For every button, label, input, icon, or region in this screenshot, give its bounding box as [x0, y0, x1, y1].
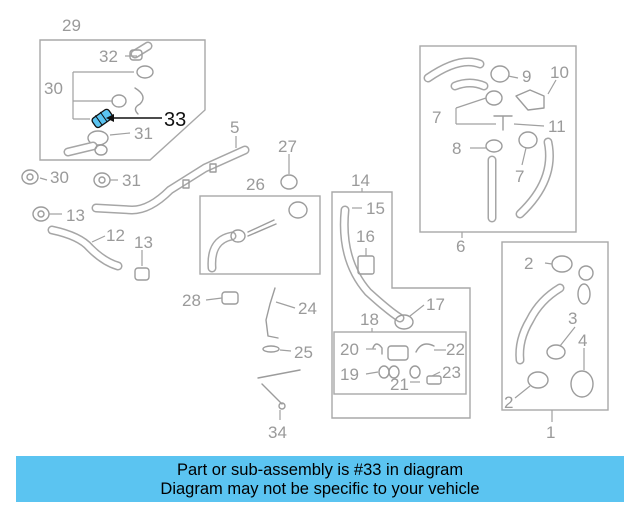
part-26-hose [207, 201, 308, 273]
callout-11: 11 [548, 117, 566, 136]
callout-30: 30 [50, 168, 69, 187]
callout-30-upper: 30 [44, 79, 63, 98]
part-1-assembly [515, 255, 594, 398]
part-5-pipe [91, 145, 250, 215]
callout-28: 28 [182, 291, 201, 310]
callout-6: 6 [456, 237, 465, 256]
group-box-14 [331, 191, 471, 419]
part-32-elbow [129, 41, 153, 61]
part-16-bracket [357, 255, 375, 275]
part-31-fitting [63, 130, 109, 157]
callout-10: 10 [550, 63, 569, 82]
callout-21: 21 [390, 375, 409, 394]
group-box-1 [501, 241, 609, 411]
callout-2-upper: 2 [524, 254, 533, 273]
group-box-26 [199, 195, 321, 275]
callout-7: 7 [515, 167, 524, 186]
callout-2: 2 [504, 393, 513, 412]
part-6-hose [423, 57, 554, 223]
callout-32: 32 [99, 47, 118, 66]
callout-7-upper: 7 [432, 108, 441, 127]
part-34-pipe [257, 369, 301, 410]
callout-13: 13 [134, 233, 153, 252]
callout-1: 1 [546, 423, 555, 442]
callout-27: 27 [278, 137, 297, 156]
part-17-cap [394, 314, 414, 330]
part-33-highlighted [91, 108, 114, 129]
part-18-assembly [372, 343, 442, 385]
part-27-valve [280, 174, 298, 190]
group-box-18 [333, 331, 467, 395]
part-13-cap [134, 267, 150, 281]
banner-line-disclaimer: Diagram may not be specific to your vehi… [160, 480, 480, 498]
callout-16: 16 [356, 227, 375, 246]
parts-diagram: 29 32 30 33 31 30 31 5 13 12 13 27 26 28… [21, 16, 609, 442]
callout-18: 18 [360, 310, 379, 329]
part-13-clamp [32, 206, 50, 222]
callout-31-upper: 31 [134, 124, 153, 143]
callout-31: 31 [122, 171, 141, 190]
group-box-6 [419, 45, 577, 233]
part-12-hose [47, 225, 123, 271]
part-24-pipe [265, 287, 279, 339]
part-25-gasket [262, 345, 280, 353]
callout-13-upper: 13 [66, 206, 85, 225]
callout-4: 4 [578, 331, 587, 350]
callout-19: 19 [340, 365, 359, 384]
part-31-clamp [93, 172, 111, 188]
callout-9: 9 [522, 67, 531, 86]
part-29-wire [134, 87, 144, 115]
callout-25: 25 [294, 343, 313, 362]
callout-17: 17 [426, 295, 445, 314]
callout-8: 8 [452, 139, 461, 158]
callout-5: 5 [230, 118, 239, 137]
callout-3: 3 [568, 309, 577, 328]
banner-line-part-info: Part or sub-assembly is #33 in diagram [176, 461, 464, 479]
callout-33: 33 [164, 109, 186, 131]
callout-24: 24 [298, 299, 317, 318]
callout-23: 23 [442, 363, 461, 382]
callout-29: 29 [62, 16, 81, 35]
callout-34: 34 [268, 423, 287, 442]
part-28-clip [221, 291, 239, 305]
leader-lines [39, 55, 585, 422]
callout-26: 26 [246, 175, 265, 194]
callout-22: 22 [446, 340, 465, 359]
part-15-hose [339, 205, 405, 323]
callout-14: 14 [351, 171, 370, 190]
callout-12: 12 [106, 226, 125, 245]
callout-15: 15 [366, 199, 385, 218]
notice-banner: Part or sub-assembly is #33 in diagram D… [16, 456, 624, 502]
part-30-clamp [21, 169, 39, 185]
group-box-29 [39, 39, 206, 161]
callout-20: 20 [340, 340, 359, 359]
